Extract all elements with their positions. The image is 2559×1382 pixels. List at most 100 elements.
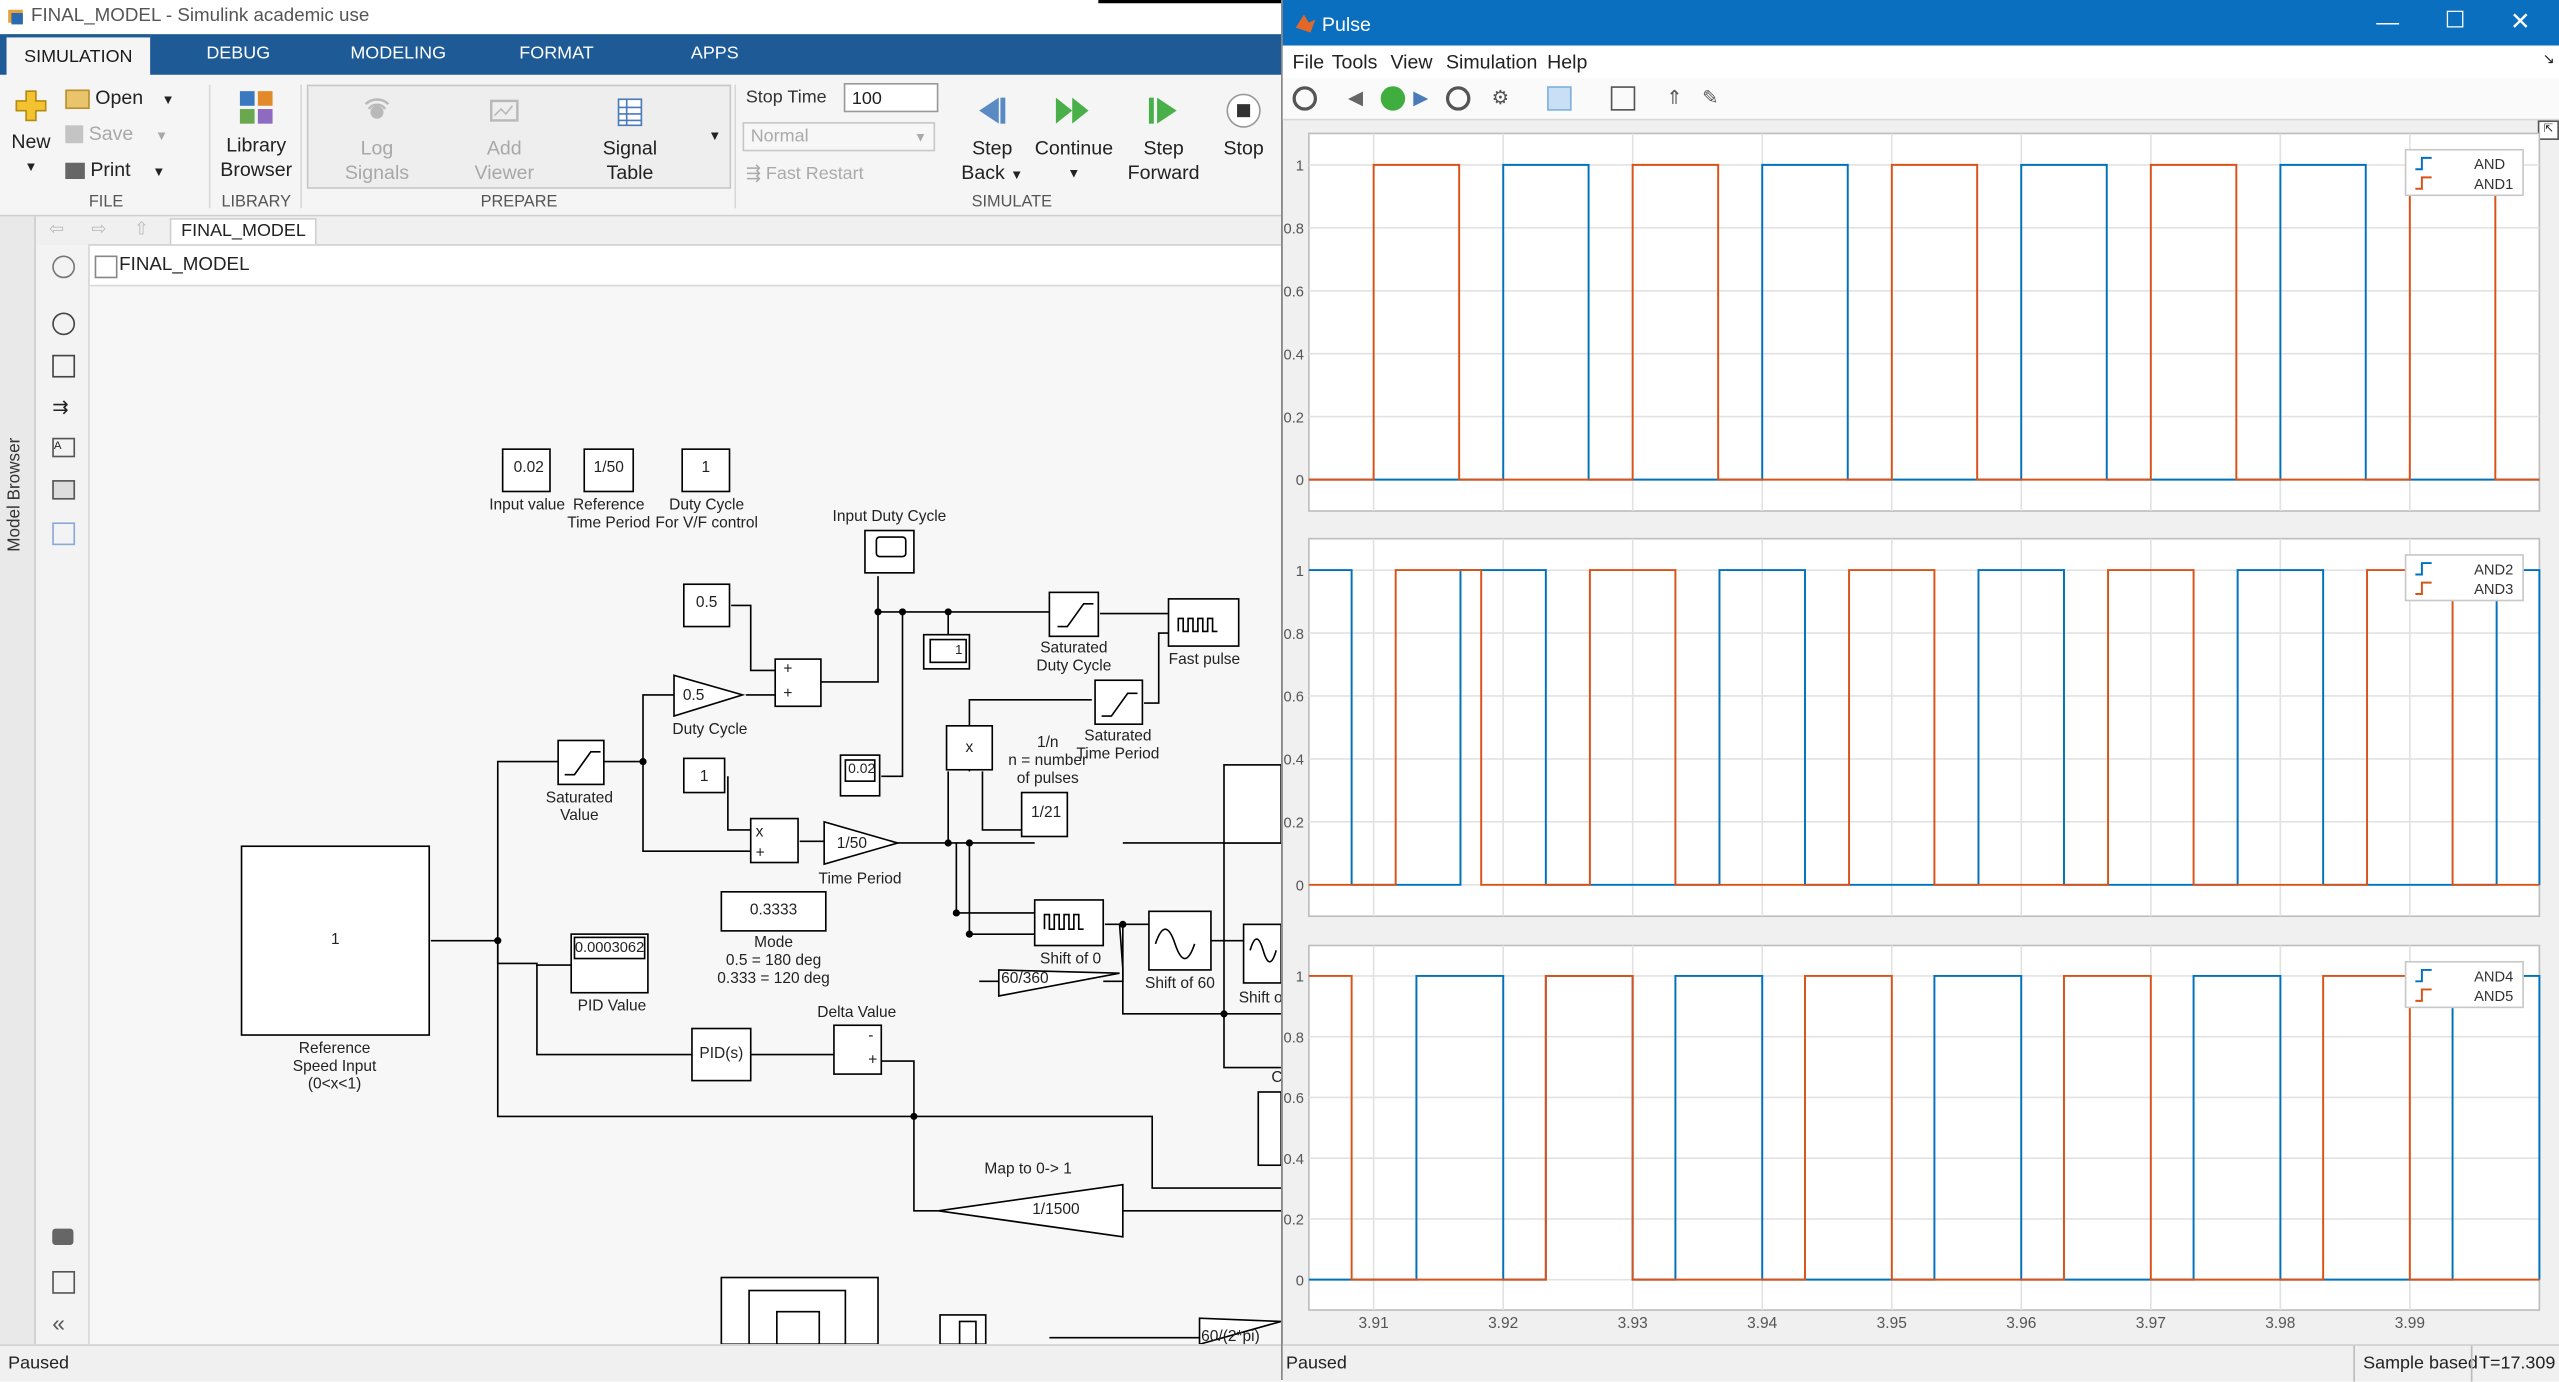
new-button[interactable]: New ▼ <box>7 88 56 179</box>
step-forward-button[interactable]: Step Forward <box>1126 91 1201 185</box>
image-icon[interactable] <box>52 480 76 500</box>
back-arrow-icon[interactable]: ⇦ <box>48 219 65 240</box>
expand-plot-icon[interactable]: ⇱ <box>2537 120 2559 140</box>
block-pid[interactable] <box>691 1027 752 1082</box>
autoscale-icon[interactable] <box>1610 86 1636 111</box>
plot-area[interactable] <box>1308 537 2541 918</box>
save-button[interactable]: Save ▼ <box>65 122 179 148</box>
block-input-value[interactable] <box>501 448 551 493</box>
model-canvas[interactable]: 0.02 Input value 1/50 Reference Time Per… <box>89 286 1282 1345</box>
block-right-edge-1[interactable] <box>1223 764 1282 844</box>
breadcrumb-model-tab[interactable]: FINAL_MODEL <box>169 218 318 245</box>
new-dropdown-icon[interactable]: ▼ <box>24 159 38 175</box>
y-tick-label: 0.4 <box>1284 753 1304 769</box>
undock-icon[interactable]: ↘ <box>2542 50 2555 67</box>
sum-plus-2: + <box>783 685 793 704</box>
measurements-icon[interactable]: ✎ <box>1702 86 1719 110</box>
block-delta-sum[interactable] <box>833 1024 883 1075</box>
arrow-connect-icon[interactable]: ⇉ <box>52 395 69 419</box>
forward-arrow-icon[interactable]: ⇨ <box>91 219 107 240</box>
fast-restart-button[interactable]: ⇶ Fast Restart <box>746 163 864 184</box>
save-dropdown-icon[interactable]: ▼ <box>155 128 169 144</box>
continue-button[interactable]: Continue ▼ <box>1035 91 1113 185</box>
block-pid-display[interactable] <box>570 933 649 994</box>
step-forward-icon[interactable]: ▶ <box>1413 86 1429 110</box>
x-tick-label: 3.97 <box>2136 1315 2166 1332</box>
hide-show-explorer-icon[interactable] <box>52 255 76 279</box>
block-product-x[interactable] <box>945 725 994 771</box>
y-tick-label: 0.6 <box>1284 284 1304 300</box>
block-diagram[interactable] <box>90 286 1282 1345</box>
block-saturated-duty[interactable] <box>1048 591 1100 638</box>
stop-button[interactable]: Stop <box>1214 91 1273 161</box>
settings-gear-icon[interactable] <box>1292 86 1318 111</box>
model-path[interactable]: FINAL_MODEL <box>119 255 250 276</box>
menu-help[interactable]: Help <box>1547 50 1588 74</box>
block-const-1[interactable] <box>682 757 726 794</box>
tab-debug[interactable]: DEBUG <box>206 43 271 64</box>
block-saturated-value[interactable] <box>557 739 605 786</box>
prepare-gallery-expand[interactable]: ▼ <box>708 128 722 144</box>
continue-dropdown-icon[interactable]: ▼ <box>1067 165 1081 181</box>
open-button[interactable]: Open ▼ <box>65 86 179 112</box>
plot-area[interactable] <box>1308 944 2541 1311</box>
saturated-duty-label-1: Saturated <box>1040 639 1108 658</box>
block-reference-time-period[interactable] <box>583 448 635 493</box>
stop-icon[interactable] <box>1445 86 1471 111</box>
up-arrow-icon[interactable]: ⇧ <box>133 219 149 240</box>
tab-modeling[interactable]: MODELING <box>350 43 447 64</box>
signal-table-button[interactable]: Signal Table <box>592 94 667 185</box>
step-back-button[interactable]: Step Back ▼ <box>956 91 1028 187</box>
step-back-icon[interactable]: ◀ <box>1348 86 1364 110</box>
simulation-mode-value: Normal <box>750 126 809 147</box>
block-const-1-21[interactable] <box>1020 791 1069 838</box>
minimize-icon[interactable]: — <box>2376 8 2400 35</box>
y-tick-label: 0.2 <box>1284 1213 1304 1229</box>
zoom-in-icon[interactable] <box>1547 86 1572 111</box>
menu-simulation[interactable]: Simulation <box>1445 50 1538 74</box>
triggers-icon[interactable]: ⇑ <box>1666 86 1683 110</box>
tab-apps[interactable]: APPS <box>690 43 739 64</box>
print-button[interactable]: Print ▼ <box>65 158 179 184</box>
stop-time-input[interactable]: 100 <box>843 82 939 113</box>
zoom-icon[interactable] <box>52 312 76 336</box>
tab-simulation[interactable]: SIMULATION <box>6 34 151 79</box>
library-browser-button[interactable]: Library Browser <box>219 88 294 182</box>
print-dropdown-icon[interactable]: ▼ <box>152 164 166 180</box>
add-viewer-button[interactable]: Add Viewer <box>467 94 542 185</box>
plot-area[interactable] <box>1308 132 2541 512</box>
block-sum[interactable] <box>774 658 822 708</box>
block-mode-const[interactable] <box>720 891 827 932</box>
block-subsystem-bottom[interactable] <box>720 1276 879 1345</box>
open-dropdown-icon[interactable]: ▼ <box>161 92 175 108</box>
menu-view[interactable]: View <box>1390 50 1433 74</box>
fit-to-view-icon[interactable] <box>52 354 76 378</box>
block-bottom-small[interactable] <box>939 1314 987 1345</box>
area-icon[interactable] <box>52 522 76 546</box>
time-period-label: Time Period <box>818 870 902 889</box>
log-signals-button[interactable]: Log Signals <box>339 94 414 185</box>
simulation-mode-select[interactable]: Normal▼ <box>742 122 936 152</box>
annotation-icon[interactable]: A <box>52 437 76 458</box>
menu-file[interactable]: File <box>1292 50 1325 74</box>
block-reference-speed[interactable] <box>240 845 431 1036</box>
model-browser-tab[interactable]: Model Browser <box>0 216 36 1345</box>
block-shift-60[interactable] <box>1148 910 1212 971</box>
camera-icon[interactable] <box>52 1228 74 1245</box>
close-icon[interactable]: ✕ <box>2510 8 2531 36</box>
block-const-0-5[interactable] <box>682 583 731 628</box>
block-product-2[interactable] <box>749 817 799 864</box>
mode-const-value: 0.3333 <box>749 901 798 920</box>
model-data-icon[interactable] <box>52 1270 76 1294</box>
block-display-002[interactable] <box>839 754 881 797</box>
block-duty-vf[interactable] <box>681 448 731 493</box>
run-icon[interactable] <box>1380 86 1406 111</box>
step-back-dropdown-icon[interactable]: ▼ <box>1010 167 1024 183</box>
block-partial-right[interactable] <box>1257 1091 1282 1167</box>
collapse-icon[interactable]: « <box>52 1310 65 1337</box>
menu-tools[interactable]: Tools <box>1331 50 1378 74</box>
highlight-block-icon[interactable]: ⚙ <box>1491 86 1510 110</box>
maximize-icon[interactable]: ☐ <box>2444 6 2466 33</box>
tab-format[interactable]: FORMAT <box>519 43 594 64</box>
